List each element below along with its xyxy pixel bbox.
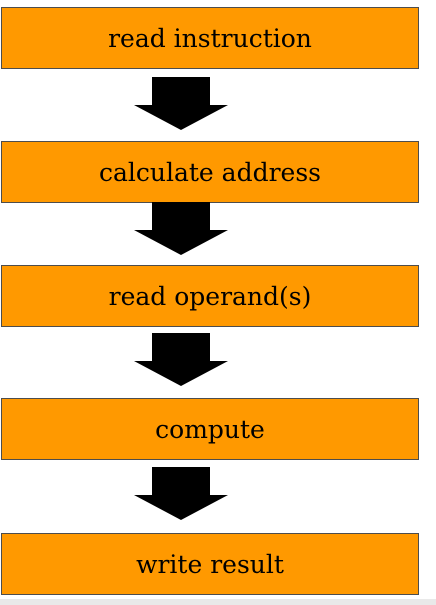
step-read-operands: read operand(s)	[1, 265, 419, 327]
bottom-divider	[0, 599, 436, 605]
down-arrow-icon	[134, 467, 228, 520]
down-arrow-icon	[134, 333, 228, 386]
step-label: calculate address	[98, 157, 321, 187]
step-read-instruction: read instruction	[1, 7, 419, 69]
step-label: read instruction	[108, 23, 312, 53]
step-label: write result	[136, 549, 284, 579]
down-arrow-icon	[134, 202, 228, 255]
step-calculate-address: calculate address	[1, 141, 419, 203]
step-label: read operand(s)	[108, 281, 312, 311]
down-arrow-icon	[134, 77, 228, 130]
step-compute: compute	[1, 398, 419, 460]
step-write-result: write result	[1, 533, 419, 595]
step-label: compute	[155, 414, 265, 444]
